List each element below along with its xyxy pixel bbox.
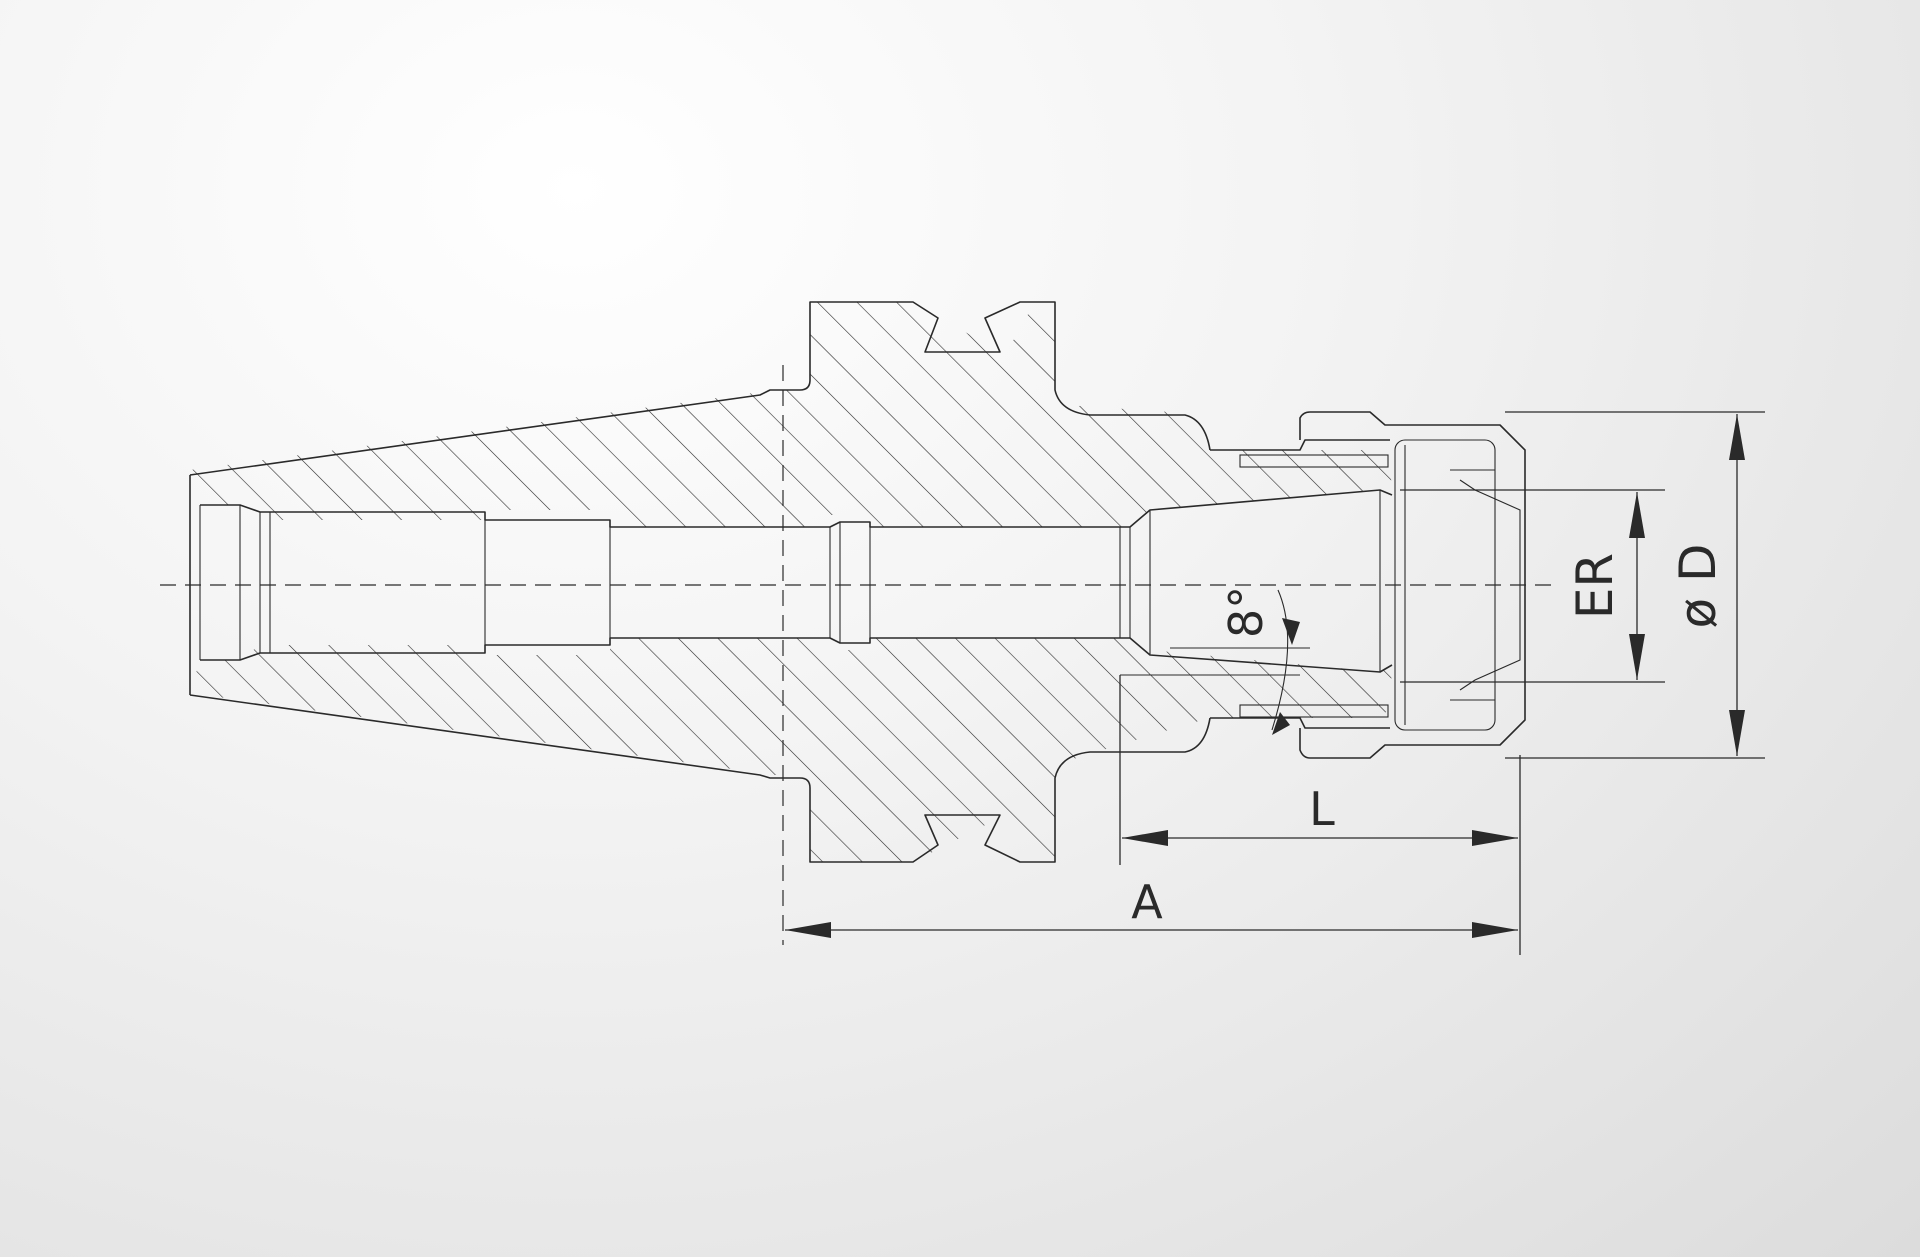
dimension-d (1505, 411, 1765, 759)
dimension-er (1400, 489, 1665, 683)
dimension-a-label: A (1131, 875, 1163, 929)
dimension-er-label: ER (1566, 553, 1624, 619)
dimension-a (785, 922, 1518, 938)
angle-label: 8° (1219, 586, 1273, 638)
dimension-d-label: ø D (1669, 544, 1727, 629)
dimension-l-label: L (1309, 782, 1335, 836)
dimension-l (1119, 675, 1521, 955)
angle-indicator (1120, 589, 1310, 735)
section-hatching (190, 302, 1392, 862)
internal-bore (199, 454, 1393, 718)
